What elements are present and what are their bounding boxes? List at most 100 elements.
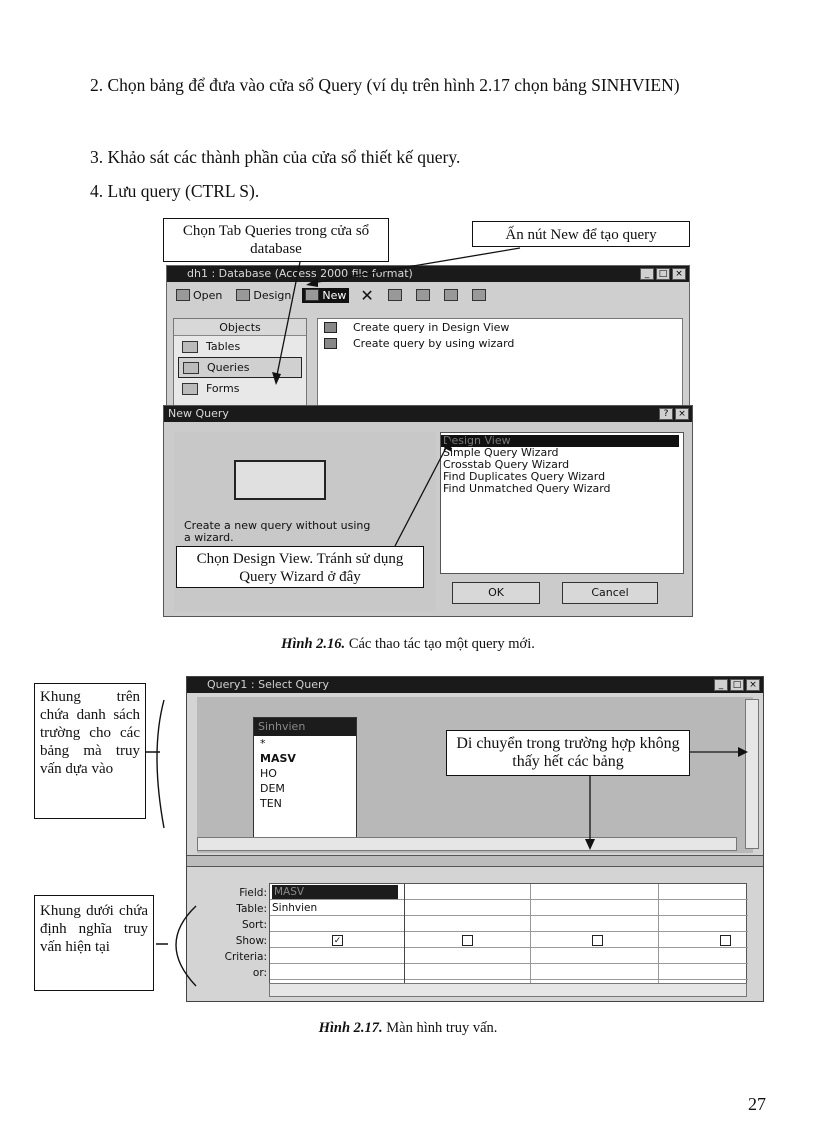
callout-choose-design-view: Chọn Design View. Tránh sử dụng Query Wi… — [176, 546, 424, 588]
open-button[interactable]: Open — [173, 288, 225, 303]
grid-label-field: Field: — [239, 887, 267, 899]
field-item-masv[interactable]: MASV — [260, 752, 296, 765]
list-view-button[interactable] — [441, 288, 461, 302]
design-grid-labels: Field: Table: Sort: Show: Criteria: or: — [213, 885, 267, 981]
field-item-ten[interactable]: TEN — [260, 797, 282, 810]
database-window-titlebar: dh1 : Database (Access 2000 file format)… — [167, 266, 689, 282]
pane-splitter[interactable] — [187, 855, 763, 867]
close-button[interactable]: × — [672, 268, 686, 280]
open-icon — [176, 289, 190, 301]
field-item-dem[interactable]: DEM — [260, 782, 285, 795]
grid-label-or: or: — [252, 967, 267, 979]
help-button[interactable]: ? — [659, 408, 673, 420]
grid-field-masv[interactable]: MASV — [272, 885, 398, 899]
callout-lower-pane: Khung dưới chứa định nghĩa truy vấn hiện… — [34, 895, 154, 991]
callout-upper-pane: Khung trên chứa danh sách trường cho các… — [34, 683, 146, 819]
callout-choose-queries-tab: Chọn Tab Queries trong cửa sổ database — [163, 218, 389, 262]
field-list-sinhvien: Sinhvien * MASV HO DEM TEN — [253, 717, 357, 849]
query-preview-icon — [234, 460, 326, 500]
option-simple-wizard[interactable]: Simple Query Wizard — [443, 446, 559, 459]
small-icons-icon — [415, 289, 430, 301]
arrow-to-queries — [275, 261, 301, 381]
show-checkbox-4[interactable] — [720, 935, 731, 946]
dialog-close-button[interactable]: × — [675, 408, 689, 420]
show-checkbox-1[interactable]: ✓ — [332, 935, 343, 946]
show-checkbox-3[interactable] — [592, 935, 603, 946]
ok-button[interactable]: OK — [452, 582, 540, 604]
new-query-description: Create a new query without using a wizar… — [184, 519, 371, 544]
grid-row-field — [270, 884, 748, 900]
details-view-button[interactable] — [469, 288, 489, 302]
database-window-title: dh1 : Database (Access 2000 file format) — [187, 267, 413, 280]
callout-scroll: Di chuyển trong trường hợp không thấy hế… — [446, 730, 690, 776]
form-icon — [182, 382, 198, 395]
new-icon — [305, 289, 320, 301]
option-crosstab-wizard[interactable]: Crosstab Query Wizard — [443, 458, 570, 471]
figure16-caption: Hình 2.16. Các thao tác tạo một query mớ… — [281, 636, 535, 652]
table-icon — [182, 340, 198, 353]
database-toolbar: Open Design New ✕ — [167, 282, 689, 308]
wizard-icon — [324, 321, 337, 333]
step-4-text: 4. Lưu query (CTRL S). — [90, 181, 260, 201]
show-checkbox-2[interactable] — [462, 935, 473, 946]
field-item-ho[interactable]: HO — [260, 767, 277, 780]
cancel-button[interactable]: Cancel — [562, 582, 658, 604]
step-2-text: 2. Chọn bảng để đưa vào cửa sổ Query (ví… — [90, 75, 680, 95]
design-grid: MASV Sinhvien ✓ — [269, 883, 748, 988]
brace-upper-pane — [146, 699, 165, 829]
grid-table-sinhvien[interactable]: Sinhvien — [272, 902, 318, 914]
minimize-button[interactable]: _ — [640, 268, 654, 280]
table-pane-vertical-scrollbar[interactable] — [745, 699, 759, 849]
option-duplicates-wizard[interactable]: Find Duplicates Query Wizard — [443, 470, 606, 483]
arrowhead-design-view — [444, 439, 452, 452]
grid-label-criteria: Criteria: — [224, 951, 267, 963]
design-button[interactable]: Design — [233, 288, 294, 303]
query-list-panel: Create query in Design View Create query… — [317, 318, 683, 406]
delete-icon: ✕ — [360, 285, 374, 305]
brace-lower-pane — [156, 905, 197, 987]
field-list-title[interactable]: Sinhvien — [254, 718, 356, 736]
query-close-button[interactable]: × — [746, 679, 760, 691]
grid-horizontal-scrollbar[interactable] — [269, 983, 747, 997]
design-icon — [236, 289, 251, 301]
arrow-to-design-view — [394, 443, 449, 547]
option-design-view[interactable]: Design View — [441, 435, 679, 447]
grid-label-table: Table: — [236, 903, 267, 915]
new-query-options-list[interactable]: Design View Simple Query Wizard Crosstab… — [440, 432, 684, 574]
objects-item-forms[interactable]: Forms — [174, 378, 306, 399]
page-number: 27 — [748, 1094, 766, 1114]
list-item-design-view[interactable]: Create query in Design View — [318, 319, 682, 335]
query-window-title: Query1 : Select Query — [207, 678, 329, 691]
grid-row-criteria — [270, 948, 748, 964]
grid-row-table — [270, 900, 748, 916]
list-view-icon — [443, 289, 458, 301]
list-item-wizard[interactable]: Create query by using wizard — [318, 335, 682, 351]
delete-button[interactable]: ✕ — [357, 285, 376, 306]
new-button[interactable]: New — [302, 287, 350, 303]
objects-panel: Objects Tables Queries Forms — [173, 318, 307, 413]
objects-item-tables[interactable]: Tables — [174, 336, 306, 357]
figure17-caption: Hình 2.17. Màn hình truy vấn. — [318, 1020, 498, 1036]
small-icons-button[interactable] — [413, 288, 433, 302]
maximize-button[interactable]: □ — [656, 268, 670, 280]
query-minimize-button[interactable]: _ — [714, 679, 728, 691]
large-icons-button[interactable] — [385, 288, 405, 302]
grid-row-show — [270, 932, 748, 948]
arrow-to-new — [311, 247, 521, 284]
table-pane-horizontal-scrollbar[interactable] — [197, 837, 737, 851]
arrowhead-scrollbar — [738, 747, 748, 757]
database-window: dh1 : Database (Access 2000 file format)… — [166, 265, 690, 413]
step-3-text: 3. Khảo sát các thành phần của cửa sổ th… — [90, 147, 461, 167]
arrowhead-new — [306, 278, 318, 287]
grid-label-show: Show: — [235, 935, 267, 947]
objects-header: Objects — [174, 319, 306, 336]
query-maximize-button[interactable]: □ — [730, 679, 744, 691]
objects-item-queries[interactable]: Queries — [178, 357, 302, 378]
query-icon — [183, 361, 199, 374]
field-item-all[interactable]: * — [260, 737, 266, 750]
wizard-icon — [324, 337, 337, 349]
callout-press-new: Ấn nút New để tạo query — [472, 221, 690, 247]
option-unmatched-wizard[interactable]: Find Unmatched Query Wizard — [443, 482, 611, 495]
